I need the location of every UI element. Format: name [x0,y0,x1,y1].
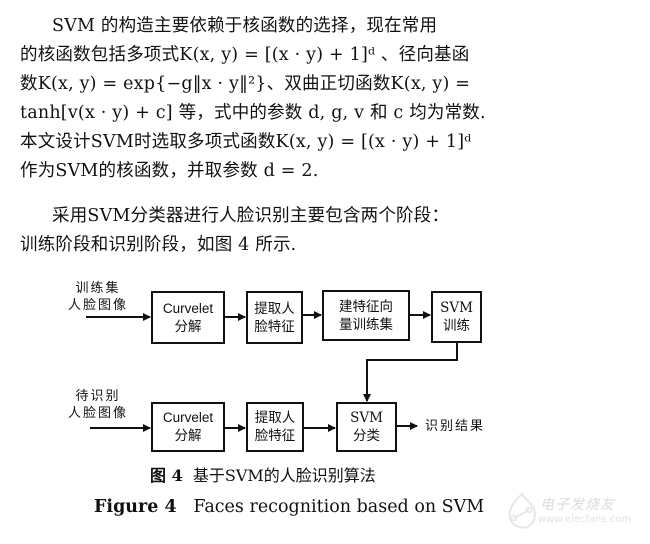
watermark: 电子发烧友 www.elecfans.com [505,490,645,540]
caption-text-en: Faces recognition based on SVM [193,497,485,517]
box-line: 分类 [353,428,380,444]
watermark-text: 电子发烧友 [540,497,615,513]
training-input-label: 训练集 人脸图像 [68,280,128,314]
box-line: 脸特征 [254,428,296,444]
figure-number-en: Figure 4 [94,497,177,517]
box-line: 提取人 [254,300,295,317]
caption-text-cn: 基于SVM的人脸识别算法 [192,466,376,485]
train-set-box: 建特征向 量训练集 [322,290,410,341]
box-line: 分解 [174,318,202,335]
text-line: 作为SVM的核函数，并取参数 d = 2. [20,161,319,181]
text-line: 采用SVM分类器进行人脸识别主要包含两个阶段： [52,206,450,226]
box-line: 分解 [174,428,202,444]
train-curvelet-box: Curvelet 分解 [151,291,225,344]
kernel-paragraph: SVM 的构造主要依赖于核函数的选择，现在常用 的核函数包括多项式K(x, y)… [20,12,580,186]
test-input-label: 待识别 人脸图像 [68,388,128,422]
label-line: 训练集 [75,281,121,296]
label-line: 人脸图像 [68,406,129,421]
watermark-url: www.elecfans.com [538,514,632,525]
box-line: Curvelet [162,410,214,425]
train-feature-box: 提取人 脸特征 [246,291,303,344]
box-line: 建特征向 [339,298,393,315]
figure-number-cn: 图 4 [150,466,183,485]
text-line: 数K(x, y) = exp{−g‖x · y‖²}、双曲正切函数K(x, y)… [20,74,471,94]
box-line: SVM [350,410,383,426]
box-line: 量训练集 [339,316,393,333]
box-line: 脸特征 [254,318,295,335]
label-line: 人脸图像 [68,298,129,313]
text-line: SVM 的构造主要依赖于核函数的选择，现在常用 [52,16,438,36]
text-line: 训练阶段和识别阶段，如图 4 所示. [20,235,297,255]
svm-train-box: SVM 训练 [431,291,482,343]
text-line: 本文设计SVM时选取多项式函数K(x, y) = [(x · y) + 1]ᵈ [20,132,472,152]
text-line: tanh[v(x · y) + c] 等，式中的参数 d, g, v 和 c 均… [20,103,486,123]
stages-paragraph: 采用SVM分类器进行人脸识别主要包含两个阶段： 训练阶段和识别阶段，如图 4 所… [20,202,580,260]
box-line: SVM [440,300,473,316]
watermark-logo-icon [508,492,536,529]
text-line: 的核函数包括多项式K(x, y) = [(x · y) + 1]ᵈ 、径向基函 [20,45,470,65]
test-curvelet-box: Curvelet 分解 [151,402,225,452]
box-line: 提取人 [254,410,296,426]
test-feature-box: 提取人 脸特征 [246,402,304,452]
result-label: 识别结果 [425,419,486,434]
box-line: Curvelet [162,300,214,316]
figure-caption-cn: 图 4 基于SVM的人脸识别算法 [150,462,376,486]
figure-caption-en: Figure 4 Faces recognition based on SVM [94,497,484,517]
svm-classify-box: SVM 分类 [336,402,397,452]
label-line: 待识别 [75,389,121,404]
box-line: 训练 [443,318,470,334]
